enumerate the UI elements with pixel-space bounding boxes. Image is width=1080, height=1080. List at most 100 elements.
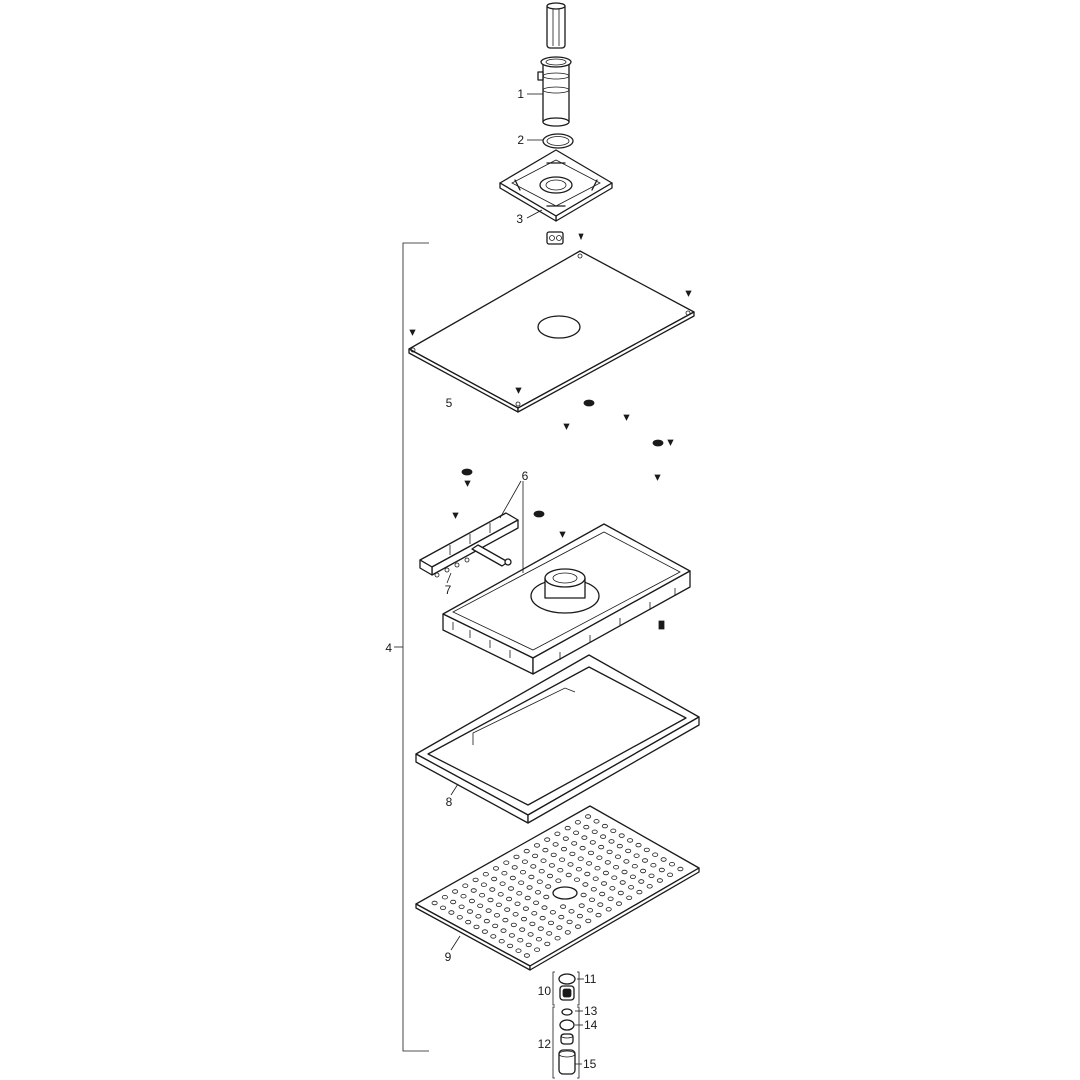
nozzle-hole (642, 858, 649, 863)
nozzle-hole (660, 857, 667, 862)
nozzle-hole (465, 919, 472, 925)
nozzle-hole (493, 913, 500, 918)
nozzle-hole (598, 844, 605, 850)
nozzle-hole (568, 909, 575, 914)
fasteners-group (452, 399, 674, 630)
nozzle-hole (515, 948, 522, 953)
nozzle-hole (523, 953, 530, 958)
part-9-face-plate (415, 805, 700, 971)
nozzle-hole (607, 896, 614, 901)
small-parts-group (552, 971, 580, 1079)
nozzle-hole (460, 894, 467, 899)
nozzle-hole (626, 895, 633, 900)
nozzle-hole (475, 914, 482, 919)
callout-13: 13 (584, 1004, 598, 1018)
nozzle-hole (509, 875, 516, 881)
nozzle-hole (597, 902, 604, 907)
nozzle-hole (506, 896, 513, 902)
nozzle-hole (621, 869, 628, 875)
nozzle-hole (636, 889, 643, 895)
callout-12: 12 (538, 1037, 552, 1051)
nozzle-hole (577, 856, 584, 861)
nozzle-hole (542, 847, 549, 853)
nozzle-hole (547, 873, 554, 879)
nozzle-hole (548, 920, 555, 926)
nozzle-hole (593, 819, 600, 824)
nozzle-hole (580, 892, 587, 898)
nozzle-hole (557, 868, 564, 873)
callout-14: 14 (584, 1018, 598, 1032)
nozzle-hole (534, 843, 541, 848)
nozzle-hole (536, 879, 543, 884)
nozzle-hole (544, 941, 551, 947)
nozzle-hole (590, 887, 597, 892)
nozzle-hole (540, 858, 547, 863)
nozzle-hole (497, 892, 504, 897)
nozzle-holes (431, 814, 684, 958)
nozzle-hole (485, 908, 492, 913)
nozzle-hole (583, 824, 590, 830)
nozzle-hole (616, 843, 623, 849)
nozzle-hole (544, 837, 551, 842)
nozzle-hole (609, 886, 616, 891)
nozzle-hole (629, 874, 636, 879)
nozzle-hole (492, 923, 499, 929)
nozzle-hole (585, 814, 592, 819)
nozzle-hole (584, 871, 591, 877)
nozzle-hole (571, 841, 578, 846)
nozzle-hole (507, 886, 514, 891)
nozzle-hole (498, 939, 505, 944)
nozzle-hole (596, 855, 603, 860)
nozzle-hole (611, 875, 618, 880)
nozzle-hole (574, 877, 581, 882)
nozzle-hole (495, 902, 502, 907)
nozzle-hole (599, 891, 606, 897)
nozzle-hole (613, 865, 620, 870)
nozzle-hole (561, 846, 568, 852)
nozzle-hole (458, 904, 465, 909)
nozzle-hole (504, 907, 511, 912)
nozzle-hole (585, 918, 592, 924)
nozzle-hole (535, 937, 542, 942)
nozzle-hole (588, 850, 595, 856)
nozzle-hole (558, 914, 565, 920)
nozzle-hole (483, 918, 490, 924)
nozzle-hole (532, 853, 539, 859)
nozzle-hole (487, 897, 494, 903)
nozzle-hole (594, 866, 601, 871)
nozzle-hole (677, 866, 684, 872)
nozzle-hole (600, 834, 607, 839)
nozzle-hole (517, 938, 524, 943)
nozzle-hole (579, 845, 586, 851)
nozzle-hole (525, 942, 532, 948)
nozzle-hole (534, 947, 541, 952)
nozzle-hole (623, 859, 630, 864)
nozzle-hole (592, 876, 599, 881)
nozzle-hole (533, 900, 540, 905)
callout-labels: 1 2 3 4 5 6 7 8 9 10 11 12 13 14 15 (385, 87, 597, 1071)
nozzle-hole (604, 860, 611, 865)
nozzle-hole (512, 912, 519, 917)
nozzle-hole (610, 828, 617, 833)
nozzle-hole (669, 862, 676, 867)
nozzle-hole (538, 869, 545, 874)
nozzle-hole (549, 910, 556, 915)
callout-3: 3 (516, 212, 523, 226)
nozzle-hole (531, 911, 538, 916)
nozzle-hole (554, 936, 561, 941)
nozzle-hole (560, 904, 567, 909)
main-housing-frame (442, 523, 691, 675)
part-14-ring (559, 1019, 575, 1031)
nozzle-hole (652, 852, 659, 857)
nozzle-hole (501, 871, 508, 876)
nozzle-hole (656, 878, 663, 883)
nozzle-hole (441, 895, 448, 900)
nozzle-hole (503, 860, 510, 865)
part-12-valve (560, 1033, 574, 1045)
callout-8: 8 (446, 795, 453, 809)
callout-11: 11 (584, 972, 597, 986)
nozzle-hole (573, 830, 580, 835)
nozzle-hole (520, 870, 527, 875)
